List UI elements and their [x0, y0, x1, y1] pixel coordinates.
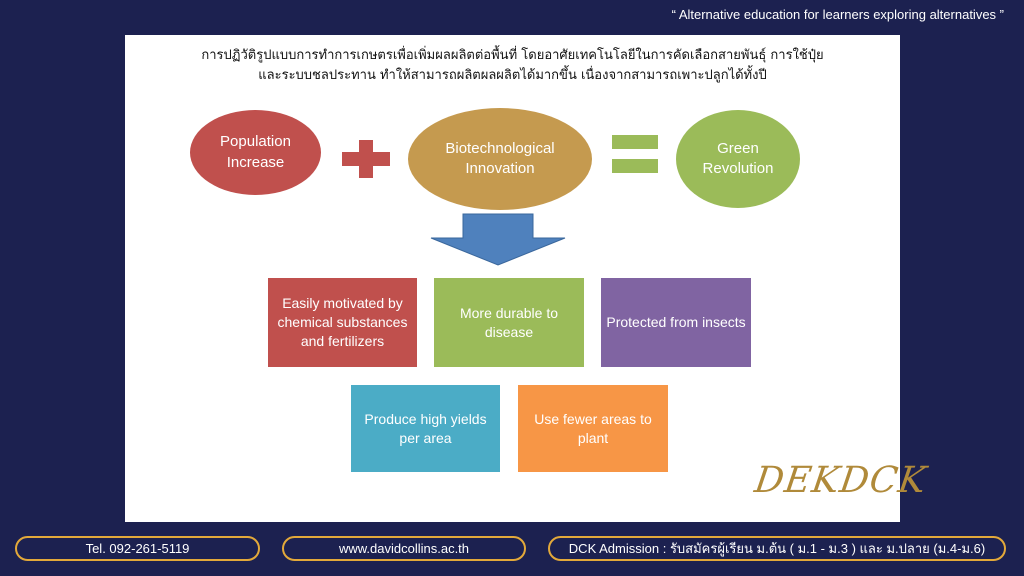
benefit-box-chemical: Easily motivated by chemical substances …	[268, 278, 417, 367]
admission-pill[interactable]: DCK Admission : รับสมัครผู้เรียน ม.ต้น (…	[548, 536, 1006, 561]
green-revolution-ellipse: Green Revolution	[676, 110, 800, 208]
plus-icon	[342, 140, 390, 178]
benefit-box-insects: Protected from insects	[601, 278, 751, 367]
slide-title-line-2: และระบบชลประทาน ทำให้สามารถผลิตผลผลิตได้…	[258, 68, 767, 83]
dekdck-logo: DEKDCK	[752, 460, 930, 501]
website-link[interactable]: www.davidcollins.ac.th	[282, 536, 526, 561]
down-arrow-icon	[430, 213, 566, 266]
benefit-box-yields: Produce high yields per area	[351, 385, 500, 472]
population-increase-ellipse: Population Increase	[190, 110, 321, 195]
telephone-pill[interactable]: Tel. 092-261-5119	[15, 536, 260, 561]
slide: การปฏิวัติรูปแบบการทำการเกษตรเพื่อเพิ่มผ…	[125, 35, 929, 522]
benefit-box-areas: Use fewer areas to plant	[518, 385, 668, 472]
biotechnological-innovation-ellipse: Biotechnological Innovation	[408, 108, 592, 210]
benefit-box-disease: More durable to disease	[434, 278, 584, 367]
tagline: “ Alternative education for learners exp…	[671, 7, 1004, 22]
slide-title-line-1: การปฏิวัติรูปแบบการทำการเกษตรเพื่อเพิ่มผ…	[201, 48, 824, 63]
equals-icon	[612, 135, 658, 173]
